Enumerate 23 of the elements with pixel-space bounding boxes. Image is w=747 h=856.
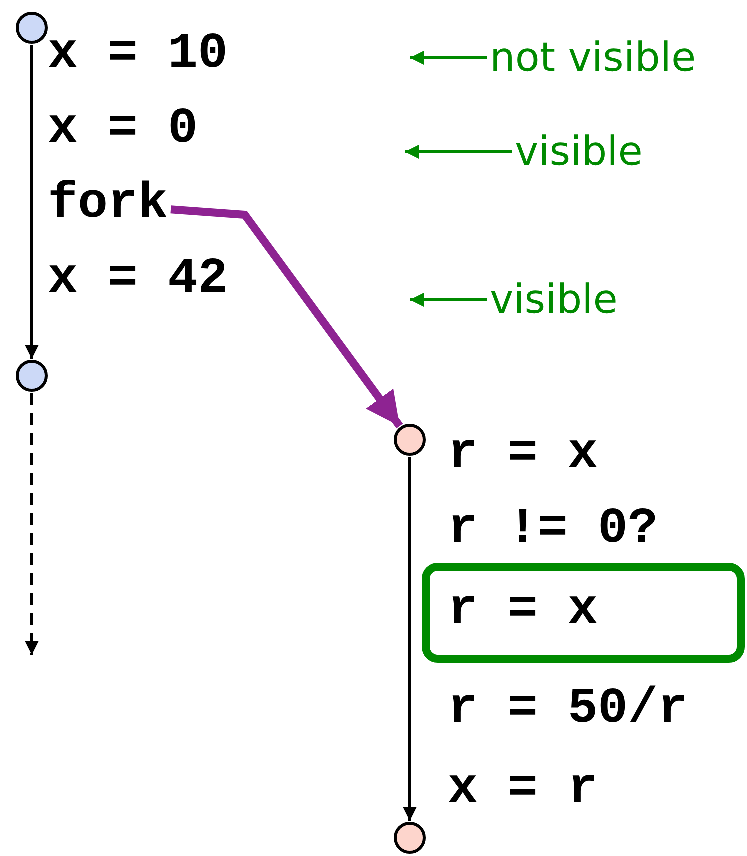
code-line: x = 42 [48,250,228,310]
code-line: fork [48,175,168,235]
highlight-box: r = x [422,563,745,663]
code-line: x = 0 [48,100,198,160]
dashed-arrow [25,393,39,655]
code-line: r != 0? [448,500,658,560]
code-line: x = r [448,760,598,820]
event-circle [16,360,48,392]
annotation-text: not visible [490,28,696,88]
leader-line [410,51,487,65]
event-circle [394,424,426,456]
event-circle [16,12,48,44]
code-line: x = 10 [48,25,228,85]
leader-line [405,145,512,159]
arrow [170,206,404,429]
arrow [403,457,417,821]
code-line: r = x [448,425,598,485]
annotation-text: visible [515,122,643,182]
arrow [25,45,39,359]
event-circle [394,822,426,854]
annotation-text: visible [490,270,618,330]
leader-line [410,293,487,307]
code-line: r = 50/r [448,680,688,740]
